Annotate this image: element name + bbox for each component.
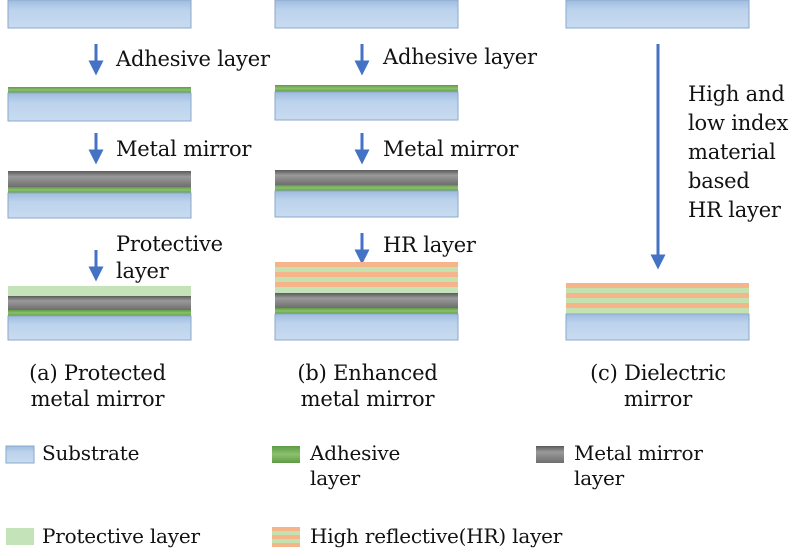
hr-layer: [566, 308, 749, 314]
substrate-layer: [565, 313, 750, 341]
hr-layer: [275, 277, 458, 282]
step-label-metal-mirror: Metal mirror: [116, 137, 252, 161]
legend: [5, 445, 564, 547]
substrate-layer: [565, 0, 750, 29]
step-label-dielectric: High and low index material based HR lay…: [688, 82, 789, 222]
step-label-protective: Protective layer: [116, 232, 223, 283]
column-c: [565, 0, 750, 341]
adhesive-layer: [275, 185, 458, 191]
hr-layer: [275, 267, 458, 272]
hr-layer: [275, 262, 458, 267]
caption-b: (b) Enhanced metal mirror: [270, 360, 465, 412]
hr-layer: [566, 293, 749, 298]
column-b: [274, 0, 459, 341]
legend-label-substrate: Substrate: [42, 441, 140, 465]
adhesive-layer: [8, 87, 191, 93]
adhesive-layer: [275, 85, 458, 92]
step-label-adhesive: Adhesive layer: [116, 47, 270, 71]
hr-layer: [566, 288, 749, 293]
protective-layer: [275, 287, 458, 293]
metal-mirror-layer: [8, 171, 191, 187]
legend-label-hr: High reflective(HR) layer: [310, 524, 563, 548]
caption-line: (a) Protected: [29, 361, 166, 385]
legend-label-protective: Protective layer: [42, 524, 200, 548]
substrate-layer: [274, 0, 459, 29]
legend-swatch-hr: [272, 527, 300, 547]
legend-label-metal: Metal mirror layer: [574, 441, 703, 490]
adhesive-layer: [8, 187, 191, 193]
substrate-layer: [7, 92, 192, 122]
substrate-layer: [274, 190, 459, 218]
caption-line: metal mirror: [30, 387, 165, 411]
caption-line: mirror: [623, 387, 693, 411]
caption-line: (c) Dielectric: [590, 361, 726, 385]
column-a: [7, 0, 192, 341]
hr-layer: [566, 283, 749, 288]
substrate-layer: [7, 315, 192, 341]
substrate-layer: [274, 91, 459, 121]
adhesive-layer: [8, 310, 191, 316]
step-label-hr: HR layer: [383, 233, 476, 257]
metal-mirror-layer: [275, 170, 458, 185]
step-label-metal-mirror: Metal mirror: [383, 137, 519, 161]
legend-swatch-adhesive: [272, 446, 300, 463]
hr-layer: [566, 298, 749, 303]
substrate-layer: [274, 313, 459, 341]
legend-swatch-protective: [6, 528, 34, 545]
legend-label-adhesive: Adhesive layer: [310, 441, 401, 490]
caption-c: (c) Dielectric mirror: [558, 360, 758, 412]
substrate-layer: [7, 0, 192, 29]
step-label-adhesive: Adhesive layer: [383, 45, 537, 69]
metal-mirror-layer: [275, 293, 458, 308]
legend-swatch-substrate: [5, 445, 35, 464]
adhesive-layer: [275, 308, 458, 314]
caption-a: (a) Protected metal mirror: [0, 360, 195, 412]
caption-line: metal mirror: [300, 387, 435, 411]
legend-swatch-metal: [536, 446, 564, 463]
caption-line: (b) Enhanced: [297, 361, 438, 385]
substrate-layer: [7, 192, 192, 219]
hr-layer: [275, 282, 458, 287]
hr-layer: [566, 303, 749, 308]
metal-mirror-layer: [8, 296, 191, 310]
protective-layer: [8, 286, 191, 296]
hr-layer: [275, 272, 458, 277]
